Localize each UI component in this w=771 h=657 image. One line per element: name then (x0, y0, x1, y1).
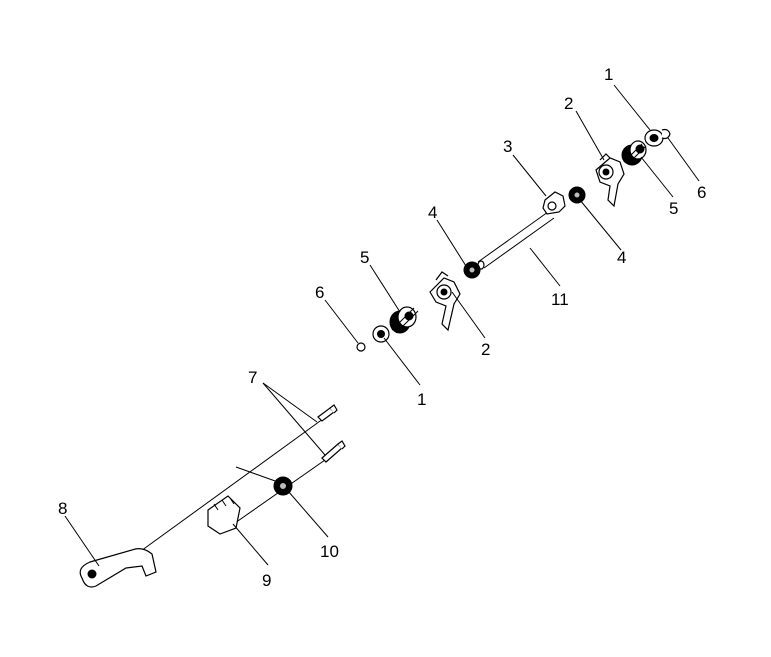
callout-10: 10 (320, 542, 339, 561)
lower-assembly (79, 404, 346, 588)
callout-6-left: 6 (315, 283, 324, 302)
pin-part-7-upper (317, 404, 338, 422)
spring-part-4-right (568, 186, 586, 204)
shift-fork-part-2-left (429, 271, 461, 332)
pin-part-7-lower (321, 440, 346, 463)
spring-part-4-left (463, 261, 481, 279)
clip-part-6-left (356, 342, 366, 352)
shift-shaft-part-11 (477, 211, 555, 270)
clip-part-6-right (661, 128, 671, 140)
upper-shift-assembly (356, 128, 671, 352)
callout-1-top: 1 (604, 65, 613, 84)
shift-fork-part-2-right (595, 153, 625, 208)
callout-5-left: 5 (360, 248, 369, 267)
shift-lever-part-8 (79, 548, 157, 588)
callout-labels: 1 1 2 2 3 4 4 5 5 6 6 7 8 9 10 11 (58, 65, 706, 590)
callout-2-left: 2 (481, 340, 490, 359)
callout-2-top: 2 (564, 94, 573, 113)
callout-1-left: 1 (417, 390, 426, 409)
washer-part-1-right (644, 129, 664, 147)
shift-cam-part-9 (207, 495, 241, 535)
callout-9: 9 (262, 571, 271, 590)
callout-6-right: 6 (697, 183, 706, 202)
callout-8: 8 (58, 499, 67, 518)
washer-part-1-left (372, 325, 390, 343)
spring-part-5-right (621, 140, 647, 166)
callout-5-right: 5 (669, 199, 678, 218)
leader-lines (64, 84, 700, 567)
callout-3: 3 (503, 137, 512, 156)
shift-fork-part-3 (542, 191, 566, 215)
return-spring-part-10 (235, 466, 293, 496)
callout-7: 7 (248, 368, 257, 387)
spring-part-5-left (389, 306, 419, 334)
callout-11: 11 (551, 290, 569, 309)
callout-4-left: 4 (428, 203, 437, 222)
callout-4-right: 4 (617, 248, 626, 267)
